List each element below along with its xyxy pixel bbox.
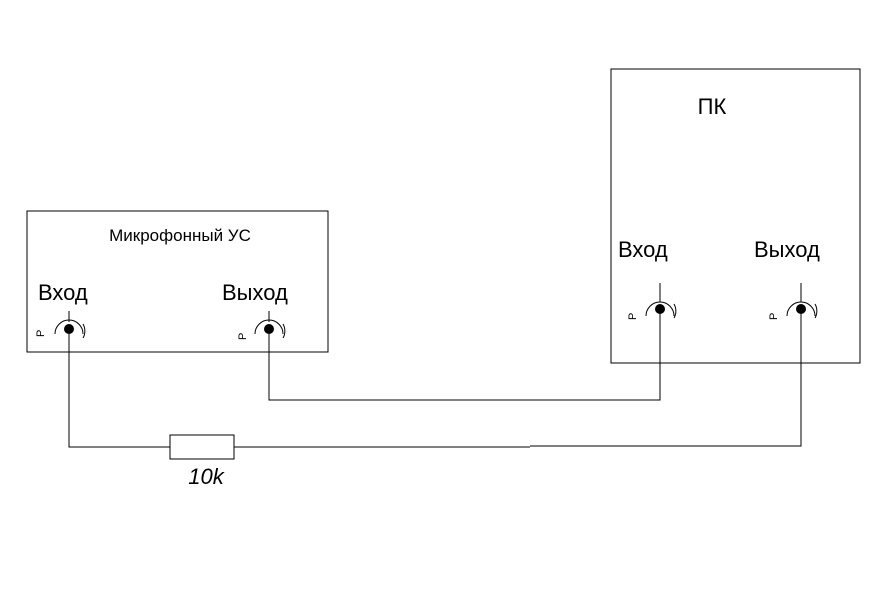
mic-amp-title: Микрофонный УС [109,226,251,245]
resistor: 10k [169,434,235,489]
jack-mark: P [237,333,249,340]
pc-box [610,68,861,364]
jack-mark: P [768,313,780,320]
resistor-value-label: 10k [188,464,224,489]
mic-amp-output-jack-icon: P [237,311,286,340]
pc-title: ПК [698,94,727,119]
pc-output-label: Выход [754,237,820,262]
mic-amp-input-jack-icon: P [35,311,86,339]
mic-amp-input-label: Вход [38,280,88,305]
pc-input-jack-icon: P [627,283,677,320]
wire-amp-out-to-pc-in [268,309,661,401]
resistor-body [169,434,235,460]
mic-amp-output-label: Выход [222,280,288,305]
mic-amp-box [26,210,329,353]
mic-amp-block: Микрофонный УС Вход Выход P P [26,210,329,353]
jack-mark: P [35,330,47,337]
pc-input-label: Вход [618,237,668,262]
pc-output-jack-icon: P [768,283,818,320]
jack-mark: P [627,313,639,320]
pc-block: ПК Вход Выход P P [610,68,861,364]
wire-amp-in-to-pc-out [68,309,802,448]
